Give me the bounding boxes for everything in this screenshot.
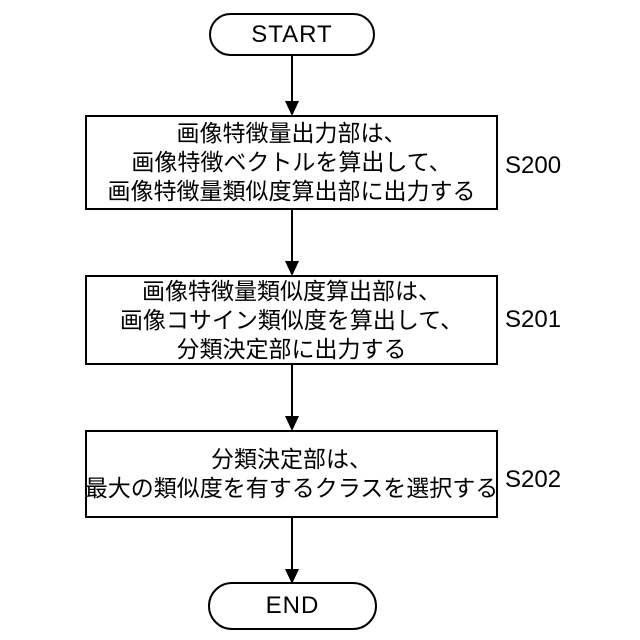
process-step-s202: 分類決定部は、 最大の類似度を有するクラスを選択する bbox=[85, 430, 498, 518]
process-text-line: 分類決定部に出力する bbox=[176, 335, 407, 362]
flow-arrow-s200-to-s201 bbox=[285, 209, 299, 276]
process-step-s201: 画像特徴量類似度算出部は、 画像コサイン類似度を算出して、 分類決定部に出力する bbox=[85, 275, 498, 365]
start-label: START bbox=[251, 20, 333, 48]
arrow-shaft bbox=[291, 364, 293, 418]
flow-arrow-s202-to-end bbox=[285, 517, 299, 584]
arrow-shaft bbox=[291, 209, 293, 263]
process-text-line: 最大の類似度を有するクラスを選択する bbox=[84, 475, 499, 501]
step-label-s200: S200 bbox=[505, 152, 562, 179]
arrowhead-icon bbox=[285, 261, 299, 276]
arrowhead-icon bbox=[285, 101, 299, 116]
arrow-shaft bbox=[291, 55, 293, 103]
flow-arrow-s201-to-s202 bbox=[285, 364, 299, 431]
process-text-line: 画像特徴量類似度算出部は、 bbox=[142, 277, 441, 304]
arrow-shaft bbox=[291, 517, 293, 571]
start-terminator: START bbox=[209, 13, 375, 56]
flow-arrow-start-to-s200 bbox=[285, 55, 299, 116]
process-text-line: 画像特徴ベクトルを算出して、 bbox=[131, 149, 452, 175]
end-label: END bbox=[265, 592, 320, 619]
process-text-line: 画像コサイン類似度を算出して、 bbox=[119, 306, 464, 333]
process-text-line: 画像特徴量出力部は、 bbox=[176, 120, 407, 146]
process-text-line: 画像特徴量類似度算出部に出力する bbox=[107, 178, 476, 204]
process-step-s200: 画像特徴量出力部は、 画像特徴ベクトルを算出して、 画像特徴量類似度算出部に出力… bbox=[85, 115, 498, 210]
arrowhead-icon bbox=[285, 416, 299, 431]
end-terminator: END bbox=[208, 582, 377, 630]
step-label-s201: S201 bbox=[505, 306, 562, 333]
step-label-s202: S202 bbox=[505, 466, 562, 493]
arrowhead-icon bbox=[285, 569, 299, 584]
process-text-line: 分類決定部は、 bbox=[211, 446, 372, 472]
